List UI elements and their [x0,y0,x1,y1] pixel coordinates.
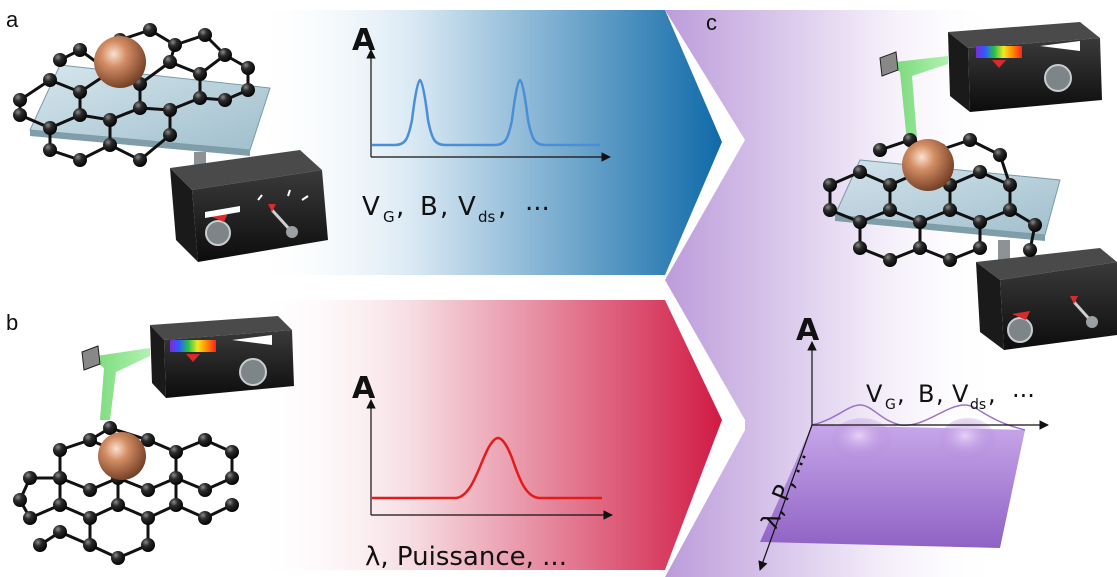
svg-text:...: ... [1012,375,1035,403]
device-a [13,23,328,262]
svg-text:,: , [897,380,905,408]
knob [239,358,267,386]
svg-text:,: , [936,380,944,408]
plot-a: A V G , B , V ds , ... [352,23,611,226]
device-c [823,22,1117,350]
meter-box [976,248,1117,350]
knob [1044,64,1072,92]
nanoparticle-sphere [98,432,146,480]
svg-text:ds: ds [478,208,496,226]
device-b [13,316,294,565]
plot-c-y-label: A [796,313,820,348]
svg-text:,: , [498,192,506,222]
svg-text:B: B [420,192,438,222]
plot-b-x-label: λ, Puissance, ... [365,542,567,572]
nanoparticle-sphere [902,139,954,191]
rainbow-spectrum [976,46,1022,58]
plot-b: A λ, Puissance, ... [352,371,613,572]
svg-text:G: G [885,397,896,413]
plot-a-x-label: V G , B , V ds , ... [362,187,550,226]
svg-text:,: , [440,192,448,222]
mirror [81,345,101,371]
carbon-atoms [823,133,1042,267]
svg-text:ds: ds [970,397,986,413]
nanoparticle-sphere [94,36,146,88]
svg-text:V: V [952,380,969,408]
plot-c-depth-axis [758,424,813,571]
laser-beam [96,348,150,420]
plot-a-curve [372,78,600,147]
knob [1007,317,1033,343]
svg-text:G: G [383,208,395,226]
laser-beam [895,56,948,152]
svg-text:V: V [362,192,380,222]
blue-arrow-band [250,10,722,275]
rainbow-spectrum [170,340,216,352]
surface-peak-1 [832,418,892,462]
carbon-atoms [13,421,239,565]
svg-text:V: V [458,192,476,222]
svg-text:,: , [396,192,404,222]
svg-text:V: V [866,380,883,408]
svg-text:,: , [988,380,996,408]
panel-b-label: b [6,310,18,335]
plot-c-x-label: V G , B , V ds , ... [866,375,1035,413]
meter-box [170,150,328,262]
plot-a-y-label: A [352,23,376,58]
spectrometer-box [150,316,294,398]
mirror [879,51,899,77]
svg-text:...: ... [525,187,550,217]
spectrometer-box [948,22,1102,112]
panel-c-label: c [706,10,717,35]
plot-b-y-label: A [352,371,376,406]
plot-b-curve [372,436,602,500]
surface-peak-2 [940,418,996,462]
knob [205,220,231,246]
svg-text:B: B [918,380,934,408]
panel-a-label: a [6,7,19,32]
red-arrow-band [250,300,722,570]
